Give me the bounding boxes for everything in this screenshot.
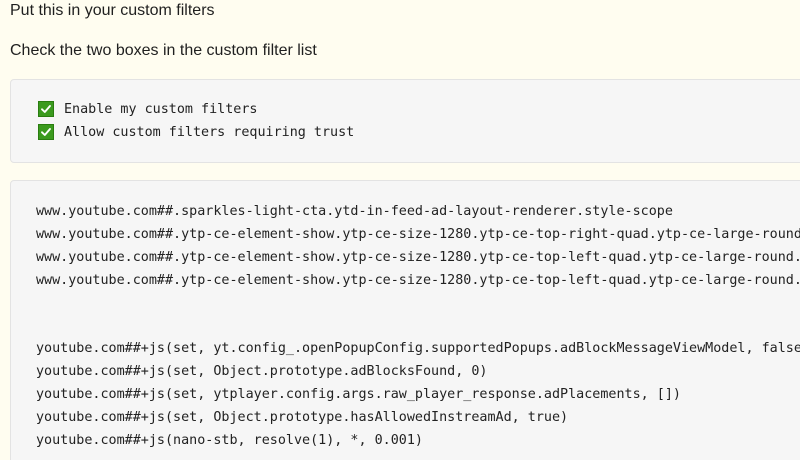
cosmetic-filter-line: www.youtube.com##.ytp-ce-element-show.yt…: [36, 250, 800, 265]
scriptlet-filter-line: youtube.com##+js(set, Object.prototype.h…: [36, 410, 569, 425]
scriptlet-filter-line: youtube.com##+js(nano-stb, resolve(1), *…: [36, 433, 423, 448]
settings-code-block: Enable my custom filters Allow custom fi…: [10, 79, 800, 163]
instruction-line-1: Put this in your custom filters: [10, 2, 215, 19]
cosmetic-filter-line: www.youtube.com##.ytp-ce-element-show.yt…: [36, 273, 800, 288]
filters-code-block: www.youtube.com##.sparkles-light-cta.ytd…: [10, 180, 800, 460]
check-mark-icon[interactable]: [38, 101, 54, 117]
cosmetic-filter-line: www.youtube.com##.ytp-ce-element-show.yt…: [36, 227, 800, 242]
check-mark-icon[interactable]: [38, 124, 54, 140]
allow-trusted-filters-setting[interactable]: Allow custom filters requiring trust: [38, 123, 354, 141]
enable-custom-filters-label: Enable my custom filters: [64, 101, 258, 117]
instruction-line-2: Check the two boxes in the custom filter…: [10, 42, 317, 59]
scriptlet-filter-line: youtube.com##+js(set, yt.config_.openPop…: [36, 341, 800, 356]
scriptlet-filter-line: youtube.com##+js(set, ytplayer.config.ar…: [36, 387, 681, 402]
scriptlet-filter-line: youtube.com##+js(set, Object.prototype.a…: [36, 364, 488, 379]
cosmetic-filter-line: www.youtube.com##.sparkles-light-cta.ytd…: [36, 204, 673, 219]
enable-custom-filters-setting[interactable]: Enable my custom filters: [38, 100, 257, 118]
allow-trusted-filters-label: Allow custom filters requiring trust: [64, 124, 355, 140]
